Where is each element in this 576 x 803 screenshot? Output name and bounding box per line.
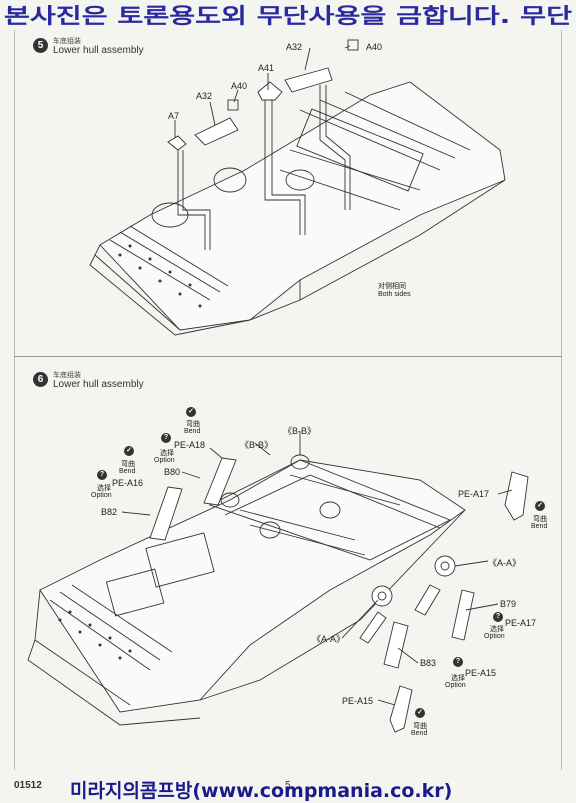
label-a32-top: A32 [286, 42, 303, 52]
bend-label-cn-1: 弯曲 [186, 421, 200, 428]
option-label-en-1: Option [154, 457, 175, 464]
label-a41: A41 [258, 63, 275, 73]
label-a7: A7 [168, 111, 180, 121]
label-a40-top: A40 [366, 42, 383, 52]
label-bb-left: 《B-B》 [240, 440, 274, 450]
label-b83: B83 [420, 658, 437, 668]
label-b80: B80 [164, 467, 181, 477]
label-aa-right: 《A-A》 [488, 558, 522, 568]
option-label-cn-3: 选择 [490, 626, 504, 633]
option-label-cn-4: 选择 [451, 675, 465, 682]
option-icon: ? [453, 657, 463, 667]
label-pe-a15-bend: PE-A15 [342, 696, 374, 706]
option-icon: ? [97, 470, 107, 480]
bend-label-cn-3: 弯曲 [533, 516, 547, 523]
bend-label-en-1: Bend [184, 428, 201, 435]
bend-label-en-3: Bend [531, 523, 548, 530]
bend-icon: ✓ [415, 708, 425, 718]
both-sides-en: Both sides [378, 291, 411, 298]
product-code: 01512 [14, 780, 42, 791]
label-pe-a18: PE-A18 [174, 440, 206, 450]
step-6-title-en: Lower hull assembly [53, 379, 144, 390]
option-label-en-2: Option [91, 492, 112, 499]
bend-icon: ✓ [186, 407, 196, 417]
step-5-title-cn: 车底组装 [53, 38, 81, 45]
option-icon: ? [161, 433, 171, 443]
step-6-number: 6 [33, 372, 48, 387]
watermark-top: 본사진은 토론용도외 무단사용을 금합니다. 무단 [4, 4, 572, 28]
section-divider [14, 356, 562, 357]
step-5-number: 5 [33, 38, 48, 53]
step-6-title-cn: 车底组装 [53, 372, 81, 379]
option-label-cn-2: 选择 [97, 485, 111, 492]
label-aa-left: 《A-A》 [312, 634, 346, 644]
option-label-en-4: Option [445, 682, 466, 689]
label-pe-a16: PE-A16 [112, 478, 144, 488]
label-a40-mid: A40 [231, 81, 248, 91]
bend-icon: ✓ [535, 501, 545, 511]
label-pe-a15-option: PE-A15 [465, 668, 497, 678]
step-5-hull-drawing [89, 39, 506, 336]
page-number: 5 [285, 780, 291, 791]
step-5-title-en: Lower hull assembly [53, 45, 144, 56]
page-frame [14, 30, 562, 770]
label-b79: B79 [500, 599, 517, 609]
option-icon: ? [493, 612, 503, 622]
label-bb-right: 《B-B》 [283, 426, 317, 436]
bend-label-cn-4: 弯曲 [413, 723, 427, 730]
label-pe-a17-top: PE-A17 [458, 489, 490, 499]
bend-label-en-4: Bend [411, 730, 428, 737]
label-b82: B82 [101, 507, 118, 517]
bend-icon: ✓ [124, 446, 134, 456]
label-a32-left: A32 [196, 91, 213, 101]
bend-label-en-2: Bend [119, 468, 136, 475]
watermark-bottom: 미라지의콤프방(www.compmania.co.kr) [70, 780, 453, 802]
svg-text:본사진은 토론용도외 무단사용을 금합니다. 무단: 본사진은 토론용도외 무단사용을 금합니다. 무단 [4, 4, 572, 28]
label-pe-a17-mid: PE-A17 [505, 618, 537, 628]
both-sides-cn: 对侧相同 [378, 283, 406, 290]
option-label-cn-1: 选择 [160, 450, 174, 457]
option-label-en-3: Option [484, 633, 505, 640]
bend-label-cn-2: 弯曲 [121, 461, 135, 468]
